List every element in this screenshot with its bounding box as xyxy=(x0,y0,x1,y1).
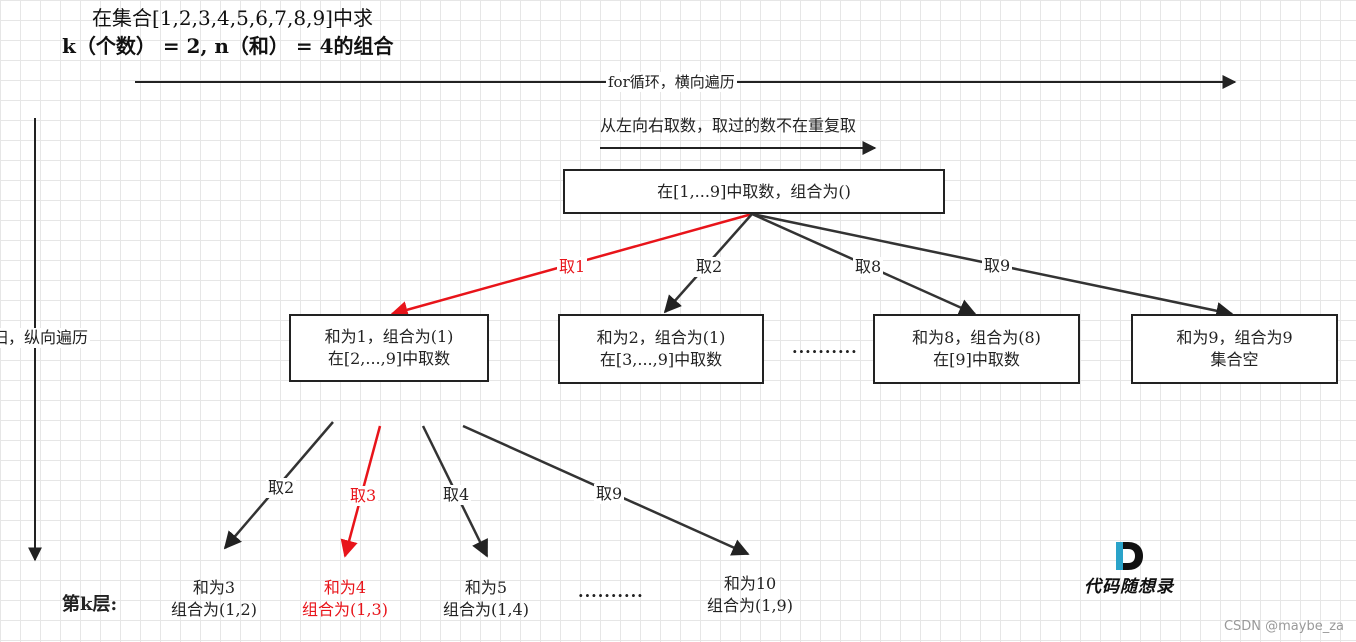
leaf-sum-10-line1: 和为10 xyxy=(723,574,777,593)
leaf-sum-4-line1: 和为4 xyxy=(323,578,367,597)
leaf-sum-5-line1: 和为5 xyxy=(464,578,508,597)
title-line-2: k（个数） = 2, n（和） = 4的组合 xyxy=(62,34,394,58)
level1-node-2-line2: 在[3,...,9]中取数 xyxy=(599,350,723,369)
level1-node-9-line1: 和为9，组合为9 xyxy=(1176,328,1293,347)
leaf-sum-10: 和为10 组合为(1,9) xyxy=(698,573,802,617)
vertical-axis-label: 归，纵向遍历 xyxy=(0,328,91,348)
level1-node-8: 和为8，组合为(8) 在[9]中取数 xyxy=(873,314,1080,384)
leaf-sum-4: 和为4 组合为(1,3) xyxy=(293,577,397,621)
level1-node-8-line2: 在[9]中取数 xyxy=(933,350,1020,369)
direction-note: 从左向右取数，取过的数不在重复取 xyxy=(600,116,857,135)
edge-label-take-2: 取2 xyxy=(694,257,725,277)
leaf-sum-3-line1: 和为3 xyxy=(192,578,236,597)
leaf-sum-5-line2: 组合为(1,4) xyxy=(443,600,529,619)
level1-node-9: 和为9，组合为9 集合空 xyxy=(1131,314,1338,384)
title-line-1: 在集合[1,2,3,4,5,6,7,8,9]中求 xyxy=(92,6,373,30)
root-node: 在[1,...9]中取数，组合为() xyxy=(563,169,945,214)
leaf-sum-4-line2: 组合为(1,3) xyxy=(302,600,388,619)
level1-ellipsis: .......... xyxy=(792,338,858,357)
edge-label-take-9: 取9 xyxy=(982,256,1013,276)
logo-d-icon xyxy=(1116,542,1143,570)
level1-node-1: 和为1，组合为(1) 在[2,...,9]中取数 xyxy=(289,314,489,382)
logo: 代码随想录 xyxy=(1074,540,1184,597)
level-k-label: 第k层: xyxy=(62,594,118,615)
leaf-sum-3-line2: 组合为(1,2) xyxy=(171,600,257,619)
watermark: CSDN @maybe_za xyxy=(1223,619,1344,634)
leaf-sum-3: 和为3 组合为(1,2) xyxy=(162,577,266,621)
edge-label-level2-take-4: 取4 xyxy=(441,485,472,505)
edge-label-take-8: 取8 xyxy=(853,257,884,277)
leaf-sum-5: 和为5 组合为(1,4) xyxy=(434,577,538,621)
level1-node-2: 和为2，组合为(1) 在[3,...,9]中取数 xyxy=(558,314,764,384)
horizontal-axis-label: for循环，横向遍历 xyxy=(606,72,737,92)
level1-node-1-line2: 在[2,...,9]中取数 xyxy=(327,349,451,368)
edge-label-level2-take-3: 取3 xyxy=(348,486,379,506)
leaf-sum-10-line2: 组合为(1,9) xyxy=(707,596,793,615)
level1-node-1-line1: 和为1，组合为(1) xyxy=(324,327,454,346)
root-node-label: 在[1,...9]中取数，组合为() xyxy=(657,181,851,201)
logo-text: 代码随想录 xyxy=(1084,577,1174,597)
edge-label-take-1: 取1 xyxy=(557,257,588,277)
level1-node-9-line2: 集合空 xyxy=(1210,350,1259,369)
level2-ellipsis: .......... xyxy=(578,582,644,601)
edge-label-level2-take-2: 取2 xyxy=(266,478,297,498)
edge-label-level2-take-9: 取9 xyxy=(594,484,625,504)
level1-node-8-line1: 和为8，组合为(8) xyxy=(912,328,1041,347)
level1-node-2-line1: 和为2，组合为(1) xyxy=(596,328,726,347)
